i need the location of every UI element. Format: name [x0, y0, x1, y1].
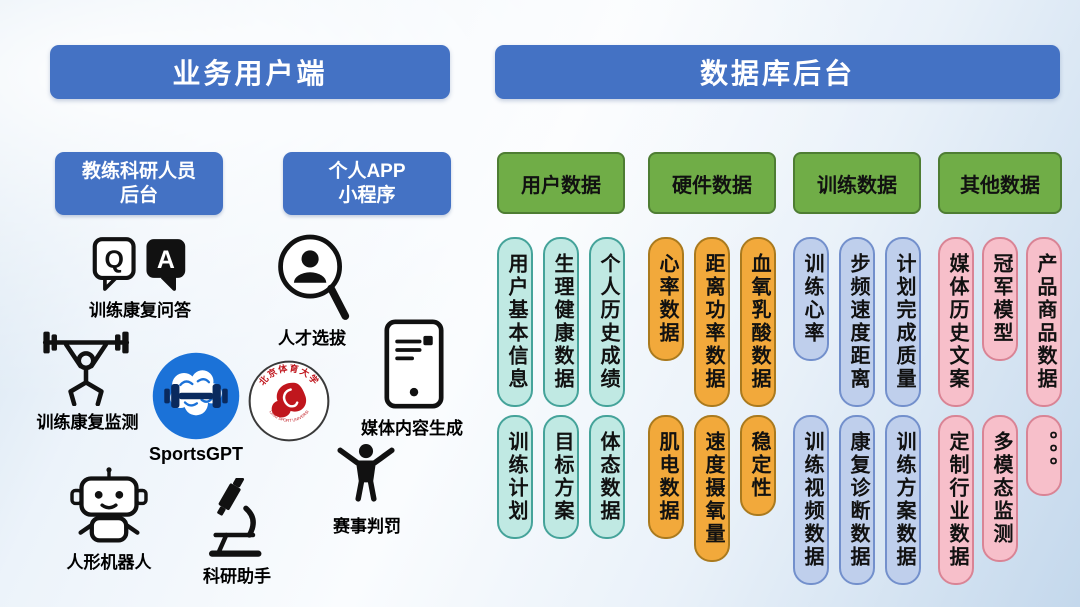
- q-letter: Q: [104, 246, 123, 274]
- category-training-data: 训练数据: [793, 152, 921, 214]
- a-letter: A: [157, 246, 175, 274]
- group-training-data: 训练数据 训练心率 步频速度距离 计划完成质量 训练视频数据 康复诊断数据 训练…: [793, 152, 921, 602]
- pill-physio-health-data: 生理健康数据: [543, 237, 579, 407]
- user-data-row1: 用户基本信息 生理健康数据 个人历史成绩: [497, 237, 625, 407]
- personal-app-label-line1: 个人APP: [328, 160, 406, 182]
- pill-user-basic-info: 用户基本信息: [497, 237, 533, 407]
- user-data-row2: 训练计划 目标方案 体态数据: [497, 415, 625, 539]
- pill-speed-vo2: 速度摄氧量: [694, 415, 730, 562]
- group-user-data: 用户数据 用户基本信息 生理健康数据 个人历史成绩 训练计划 目标方案 体态数据: [497, 152, 625, 602]
- category-hardware-data: 硬件数据: [648, 152, 776, 214]
- pill-heart-rate-data: 心率数据: [648, 237, 684, 361]
- pill-posture-data: 体态数据: [589, 415, 625, 539]
- weightlifter-icon: [36, 328, 136, 406]
- pill-custom-industry-data: 定制行业数据: [938, 415, 974, 585]
- sportsgpt-label: SportsGPT: [148, 444, 243, 464]
- pill-training-heart-rate: 训练心率: [793, 237, 829, 361]
- pill-goal-plan: 目标方案: [543, 415, 579, 539]
- hardware-data-row2: 肌电数据 速度摄氧量 稳定性: [648, 415, 776, 562]
- pill-personal-history-results: 个人历史成绩: [589, 237, 625, 407]
- pill-cadence-speed-distance: 步频速度距离: [839, 237, 875, 407]
- pill-training-plan: 训练计划: [497, 415, 533, 539]
- pill-product-goods-data: 产品商品数据: [1026, 237, 1062, 407]
- pill-rehab-diagnosis-data: 康复诊断数据: [839, 415, 875, 585]
- other-data-row1: 媒体历史文案 冠军模型 产品商品数据: [938, 237, 1062, 407]
- media-tablet-icon: [384, 318, 444, 410]
- business-client-header: 业务用户端: [50, 45, 450, 99]
- qa-label: 训练康复问答: [89, 301, 191, 320]
- pill-emg-data: 肌电数据: [648, 415, 684, 539]
- personal-app-box: 个人APP 小程序: [283, 152, 451, 215]
- qa-bubbles-icon: Q A: [92, 236, 188, 294]
- pill-distance-power-data: 距离功率数据: [694, 237, 730, 407]
- robot-icon: [66, 466, 152, 546]
- group-hardware-data: 硬件数据 心率数据 距离功率数据 血氧乳酸数据 肌电数据 速度摄氧量 稳定性: [648, 152, 776, 602]
- pill-plan-completion-quality: 计划完成质量: [885, 237, 921, 407]
- coach-backend-box: 教练科研人员 后台: [55, 152, 223, 215]
- pill-multimodal-monitoring: 多模态监测: [982, 415, 1018, 562]
- pill-training-program-data: 训练方案数据: [885, 415, 921, 585]
- robot-label: 人形机器人: [66, 553, 152, 572]
- group-other-data: 其他数据 媒体历史文案 冠军模型 产品商品数据 定制行业数据 多模态监测 。。。: [938, 152, 1062, 602]
- pill-training-video-data: 训练视频数据: [793, 415, 829, 585]
- media-label: 媒体内容生成: [361, 419, 463, 438]
- other-data-row2: 定制行业数据 多模态监测 。。。: [938, 415, 1062, 585]
- training-data-row1: 训练心率 步频速度距离 计划完成质量: [793, 237, 921, 407]
- pill-champion-model: 冠军模型: [982, 237, 1018, 361]
- training-data-row2: 训练视频数据 康复诊断数据 训练方案数据: [793, 415, 921, 585]
- database-backend-header: 数据库后台: [495, 45, 1060, 99]
- talent-magnifier-icon: [272, 228, 352, 328]
- category-other-data: 其他数据: [938, 152, 1062, 214]
- personal-app-label-line2: 小程序: [338, 184, 396, 206]
- pill-blood-oxygen-lactate-data: 血氧乳酸数据: [740, 237, 776, 407]
- pill-stability: 稳定性: [740, 415, 776, 516]
- referee-icon: [330, 436, 402, 510]
- monitor-label: 训练康复监测: [36, 413, 139, 432]
- referee-label: 赛事判罚: [333, 517, 401, 536]
- pill-ellipsis: 。。。: [1026, 415, 1062, 496]
- coach-backend-label-line1: 教练科研人员: [81, 160, 196, 182]
- category-user-data: 用户数据: [497, 152, 625, 214]
- coach-backend-label-line2: 后台: [119, 184, 158, 206]
- pill-media-history-copy: 媒体历史文案: [938, 237, 974, 407]
- hardware-data-row1: 心率数据 距离功率数据 血氧乳酸数据: [648, 237, 776, 407]
- microscope-icon: [205, 478, 269, 560]
- research-label: 科研助手: [203, 567, 271, 586]
- talent-label: 人才选拔: [278, 329, 346, 348]
- sportsgpt-brain-icon: [150, 350, 242, 442]
- university-logo: 北京体育大学 BEIJING SPORT UNIVERSITY: [248, 360, 330, 442]
